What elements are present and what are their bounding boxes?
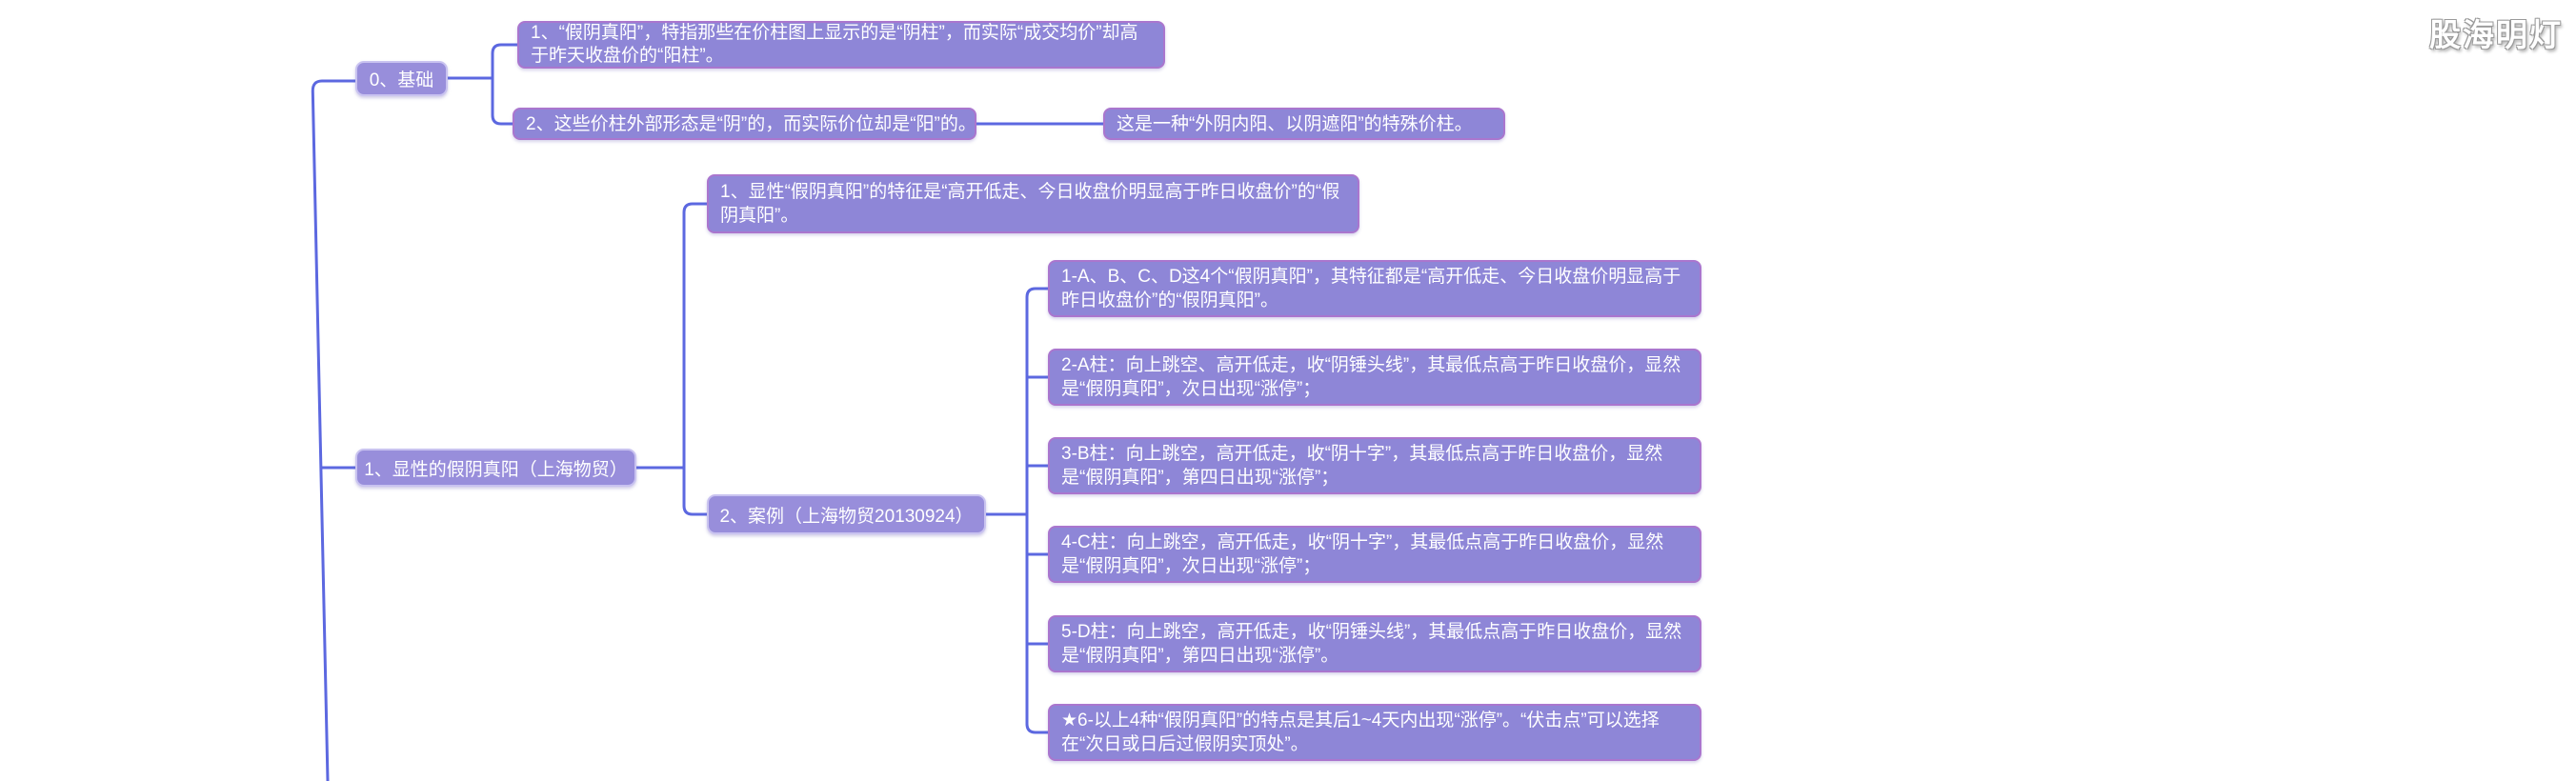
connector-trunk: [311, 79, 355, 781]
node-explicit[interactable]: 1、显性的假阴真阳（上海物贸）: [355, 449, 636, 487]
node-basics[interactable]: 0、基础: [355, 61, 448, 96]
topic-case-point-1[interactable]: 1-A、B、C、D这4个“假阴真阳”，其特征都是“高开低走、今日收盘价明显高于昨…: [1048, 260, 1701, 317]
topic-basics-form-note[interactable]: 这是一种“外阴内阳、以阴遮阳”的特殊价柱。: [1103, 108, 1505, 140]
connector-explicit-bracket: [682, 202, 707, 516]
topic-case-point-2[interactable]: 2-A柱：向上跳空、高开低走，收“阴锤头线”，其最低点高于昨日收盘价，显然是“假…: [1048, 349, 1701, 406]
topic-case-point-5[interactable]: 5-D柱：向上跳空，高开低走，收“阴锤头线”，其最低点高于昨日收盘价，显然是“假…: [1048, 615, 1701, 672]
topic-case-point-3[interactable]: 3-B柱：向上跳空，高开低走，收“阴十字”，其最低点高于昨日收盘价，显然是“假阴…: [1048, 437, 1701, 494]
topic-explicit-feature[interactable]: 1、显性“假阴真阳”的特征是“高开低走、今日收盘价明显高于昨日收盘价”的“假阴真…: [707, 174, 1359, 233]
watermark-text: 股海明灯: [2429, 17, 2563, 52]
topic-basics-form[interactable]: 2、这些价柱外部形态是“阴”的，而实际价位却是“阳”的。: [513, 108, 976, 140]
connector-case-bracket: [1025, 287, 1048, 734]
connector-basics-bracket: [491, 43, 517, 126]
topic-basics-definition[interactable]: 1、“假阴真阳”，特指那些在价柱图上显示的是“阴柱”，而实际“成交均价”却高于昨…: [517, 21, 1165, 69]
topic-case-point-6[interactable]: ★6-以上4种“假阴真阳”的特点是其后1~4天内出现“涨停”。“伏击点”可以选择…: [1048, 704, 1701, 761]
node-case[interactable]: 2、案例（上海物贸20130924）: [707, 494, 986, 534]
topic-case-point-4[interactable]: 4-C柱：向上跳空，高开低走，收“阴十字”，其最低点高于昨日收盘价，显然是“假阴…: [1048, 526, 1701, 583]
